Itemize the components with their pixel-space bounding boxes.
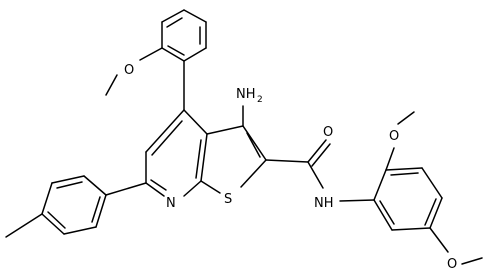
- bond-nh-aryl: [339, 199, 375, 202]
- dimethoxyphenyl-ring: [373, 111, 483, 265]
- methoxy-oxygen-top-label: O: [124, 63, 134, 78]
- amide-nh-label: NH: [314, 196, 334, 211]
- bond-c6-tolyl: [105, 182, 147, 196]
- svg-text:NH: NH: [236, 87, 256, 102]
- amide-group: [265, 139, 331, 189]
- thiophene-sulfur-label: S: [224, 192, 232, 207]
- pyridine-ring: [145, 109, 208, 197]
- methoxy-oxygen-right-top-label: O: [389, 129, 399, 144]
- thiophene-ring: [200, 125, 267, 194]
- amino-label: NH 2: [236, 87, 263, 105]
- methoxy-oxygen-right-bottom-label: O: [447, 257, 457, 272]
- methoxyphenyl-ring-top: [105, 9, 207, 96]
- svg-text:2: 2: [257, 95, 263, 105]
- pyridine-nitrogen-label: N: [166, 196, 176, 211]
- amide-oxygen-label: O: [323, 125, 333, 140]
- p-tolyl-ring: [5, 175, 107, 238]
